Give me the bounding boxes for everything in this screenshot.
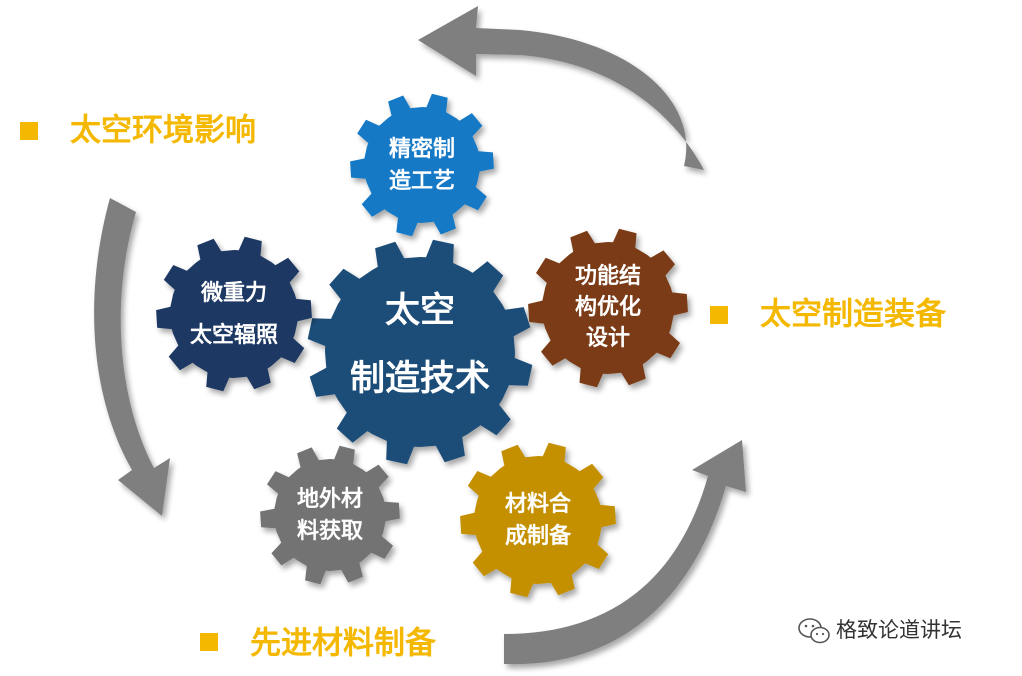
gear-materials-shape [460,442,616,598]
arrow-left-icon [94,198,170,516]
wechat-icon [798,618,830,644]
gear-extraterrestrial-line1: 地外材 [297,486,363,512]
cycle-arrows [94,6,746,665]
gear-microgravity-radiation: 微重力 太空辐照 [156,236,312,392]
gear-material-synthesis: 材料合 成制备 [460,442,616,598]
gear-environment-line2: 太空辐照 [190,322,278,348]
label-space-environment: 太空环境影响 [20,113,256,149]
gear-design-line3: 设计 [586,326,630,351]
gear-precision-manufacturing: 精密制 造工艺 [350,93,494,237]
gear-materials-line1: 材料合 [505,491,572,517]
label-space-environment-text: 太空环境影响 [70,113,256,149]
label-space-equipment: 太空制造装备 [710,297,947,333]
bullet-square-icon [20,122,38,140]
gear-design-line2: 构优化 [575,294,641,320]
watermark-text: 格致论道讲坛 [836,618,962,642]
gear-core-line1: 太空 [385,291,455,331]
gear-precision-line1: 精密制 [389,136,455,162]
arrow-top-icon [418,6,704,170]
gear-precision-line2: 造工艺 [389,168,455,194]
gear-extraterrestrial-shape [260,445,400,585]
gear-core-line2: 制造技术 [350,359,490,399]
label-space-equipment-text: 太空制造装备 [760,297,947,333]
gear-precision-shape [350,93,494,237]
gear-core: 太空 制造技术 [307,239,533,465]
gear-materials-line2: 成制备 [505,523,572,549]
gear-structural-design: 功能结 构优化 设计 [528,228,688,388]
label-advanced-materials-text: 先进材料制备 [250,626,437,662]
gear-core-shape [307,239,533,465]
gear-environment-shape [156,236,312,392]
gear-extraterrestrial-materials: 地外材 料获取 [260,445,400,585]
gear-extraterrestrial-line2: 料获取 [297,519,363,544]
bullet-square-icon [200,633,218,651]
gear-design-line1: 功能结 [575,263,641,289]
bullet-square-icon [710,306,728,324]
arrow-bottom-icon [504,440,746,665]
label-advanced-materials: 先进材料制备 [200,626,437,662]
gear-design-shape [528,228,688,388]
gear-environment-line1: 微重力 [200,280,267,306]
watermark: 格致论道讲坛 [798,618,962,644]
